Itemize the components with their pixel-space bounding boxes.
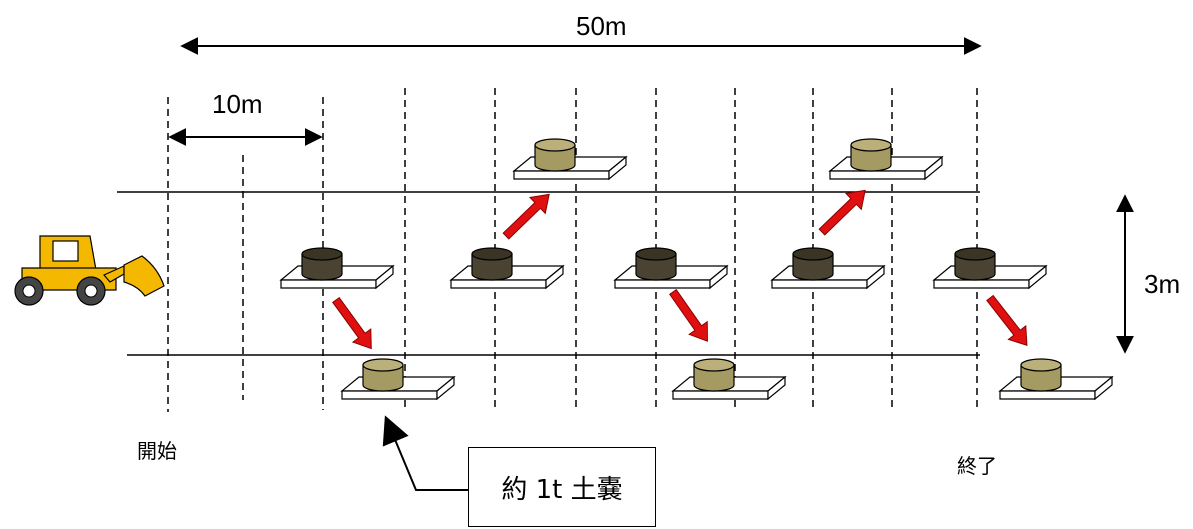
sandbag-icon [830, 139, 942, 179]
move-arrow-icon [664, 286, 716, 348]
dimension-label-10m: 10m [212, 89, 263, 120]
dimension-label-3m: 3m [1144, 269, 1180, 300]
callout-leader [386, 418, 468, 490]
sandbag-icon [1000, 359, 1112, 399]
move-arrow-icon [814, 182, 872, 240]
dimension-label-50m: 50m [576, 11, 627, 42]
move-arrow-icon [981, 291, 1035, 352]
move-arrow-icon [498, 186, 556, 244]
sandbag-icon [514, 139, 626, 179]
move-arrow-icon [327, 294, 380, 355]
end-label: 終了 [957, 450, 997, 479]
wheel-loader-icon [15, 236, 164, 305]
sandbag-icon [934, 248, 1046, 288]
sandbag-icon [772, 248, 884, 288]
sandbag-callout: 約 1t 土嚢 [468, 447, 656, 527]
sandbag-icon [615, 248, 727, 288]
sandbag-icon [673, 359, 785, 399]
sandbag-icon [281, 248, 393, 288]
sandbag-icon [451, 248, 563, 288]
sandbag-icon [342, 359, 454, 399]
start-label: 開始 [137, 435, 177, 464]
